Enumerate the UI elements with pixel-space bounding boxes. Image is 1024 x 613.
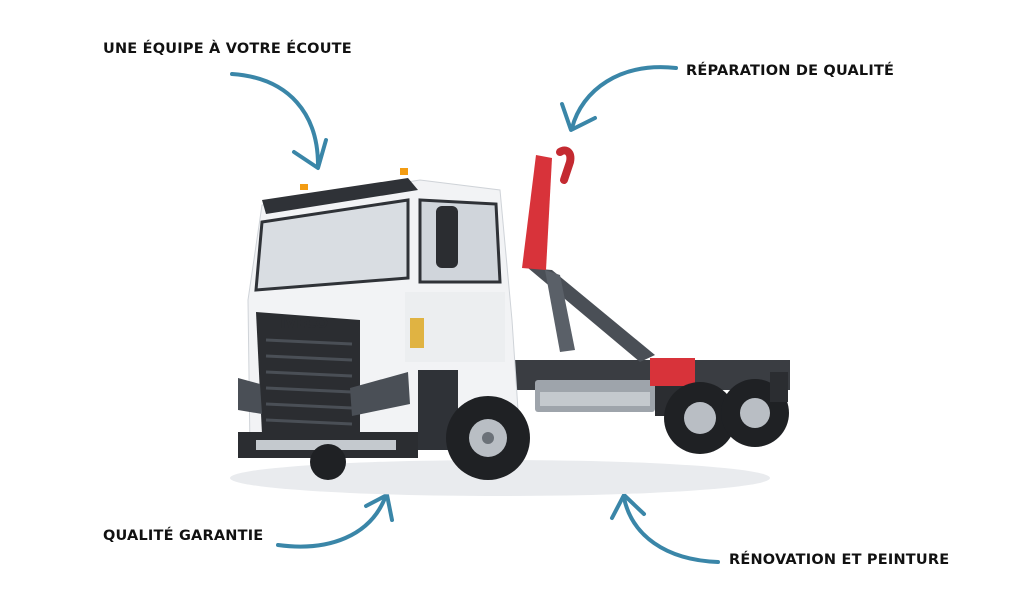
arrow-icon-top-left <box>230 72 328 170</box>
feature-label-quality: QUALITÉ GARANTIE <box>103 528 264 544</box>
feature-label-repair: RÉPARATION DE QUALITÉ <box>686 63 895 79</box>
truck-brand-text: IVECO <box>280 316 328 332</box>
truck-image: IVECO <box>230 146 790 496</box>
feature-label-team: UNE ÉQUIPE À VOTRE ÉCOUTE <box>103 41 352 57</box>
arrow-icon-top-right <box>560 65 678 132</box>
arrow-icon-bottom-right <box>610 493 720 564</box>
arrow-icon-bottom-left <box>276 493 394 549</box>
hook-arm <box>522 146 655 362</box>
feature-label-renovation: RÉNOVATION ET PEINTURE <box>729 552 950 568</box>
